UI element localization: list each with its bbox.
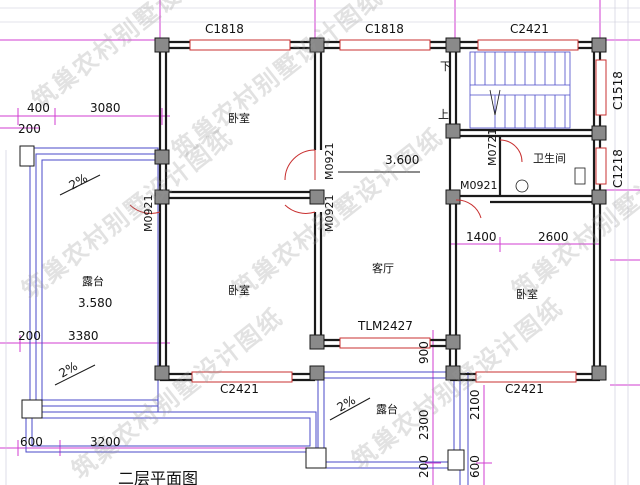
floor-drain-icon xyxy=(515,179,529,193)
plan-caption: 二层平面图 xyxy=(118,469,198,485)
dim-bottom-b: 3200 xyxy=(90,435,121,449)
window-label-south-left: C2421 xyxy=(220,382,259,396)
door-swings xyxy=(129,139,523,219)
dim-vert-c: 200 xyxy=(417,455,431,478)
room-label-living: 客厅 xyxy=(372,261,394,275)
dim-mid-a: 200 xyxy=(18,329,41,343)
dim-top-b: 3080 xyxy=(90,101,121,115)
elevation-labels: 3.600 3.580 xyxy=(78,153,419,310)
dim-top-c: 200 xyxy=(18,122,41,136)
columns xyxy=(19,37,607,471)
stair-label-up: 上 xyxy=(438,108,449,121)
dimension-labels: 400 3080 200 200 3380 600 3200 1400 2600… xyxy=(18,101,569,478)
room-label-bedroom-nw: 卧室 xyxy=(228,111,250,125)
door-labels: M0921 M0921 M0921 M0921 M0721 xyxy=(142,129,499,233)
window-label-south-right: C2421 xyxy=(505,382,544,396)
watermark-text: 筑巢农村别墅设计图纸 xyxy=(166,0,389,165)
room-label-terrace-w: 露台 xyxy=(82,274,104,288)
stair-label-down: 下 xyxy=(440,60,451,73)
slope-terrace-w-lower: 2% xyxy=(57,359,80,381)
door-label-bathroom: M0721 xyxy=(486,129,499,167)
window-label-east-upper: C1518 xyxy=(611,71,625,110)
bathroom-fixtures xyxy=(515,167,586,193)
elevation-living: 3.600 xyxy=(385,153,419,167)
room-label-terrace-s: 露台 xyxy=(376,402,398,416)
slope-arrows xyxy=(54,171,420,421)
elevation-terrace-w: 3.580 xyxy=(78,296,112,310)
dim-east-b: 2600 xyxy=(538,230,569,244)
dim-bottom-a: 600 xyxy=(20,435,43,449)
window-openings xyxy=(189,39,607,383)
dim-vert-a: 900 xyxy=(417,341,431,364)
west-terrace-railing xyxy=(25,147,317,453)
room-label-bedroom-w: 卧室 xyxy=(228,283,250,297)
dim-east-a: 1400 xyxy=(466,230,497,244)
door-label-bedroom-nw: M0921 xyxy=(323,143,336,181)
window-labels: C1818 C1818 C2421 C1518 C1218 C2421 C242… xyxy=(205,22,625,396)
window-label-north-mid: C1818 xyxy=(365,22,404,36)
dim-vert-e: 600 xyxy=(468,455,482,478)
room-label-bedroom-e: 卧室 xyxy=(516,287,538,301)
door-label-bedroom-e: M0921 xyxy=(460,179,498,192)
dim-vert-d: 2100 xyxy=(468,389,482,420)
watermark-text: 筑巢农村别墅设计图纸 xyxy=(16,122,239,305)
dim-vert-b: 2300 xyxy=(417,409,431,440)
dim-mid-b: 3380 xyxy=(68,329,99,343)
window-label-sliding-door: TLM2427 xyxy=(357,319,413,333)
slope-terrace-w-upper: 2% xyxy=(67,171,90,193)
staircase xyxy=(469,51,571,129)
room-label-bathroom: 卫生间 xyxy=(533,151,566,165)
watermark-text: 筑巢农村别墅设计图纸 xyxy=(26,0,249,115)
door-label-bedroom-w-b: M0921 xyxy=(142,195,155,233)
room-labels: 卧室 卧室 客厅 卧室 卫生间 露台 露台 上 下 xyxy=(82,60,566,416)
door-label-bedroom-w-a: M0921 xyxy=(323,195,336,233)
slope-terrace-s: 2% xyxy=(335,393,358,415)
window-label-north-left: C1818 xyxy=(205,22,244,36)
dim-top-a: 400 xyxy=(27,101,50,115)
watermark-text: 筑巢农村别墅设计图纸 xyxy=(226,122,449,305)
window-label-east-lower: C1218 xyxy=(611,149,625,188)
south-terrace-railing xyxy=(317,371,469,485)
window-label-north-right: C2421 xyxy=(510,22,549,36)
